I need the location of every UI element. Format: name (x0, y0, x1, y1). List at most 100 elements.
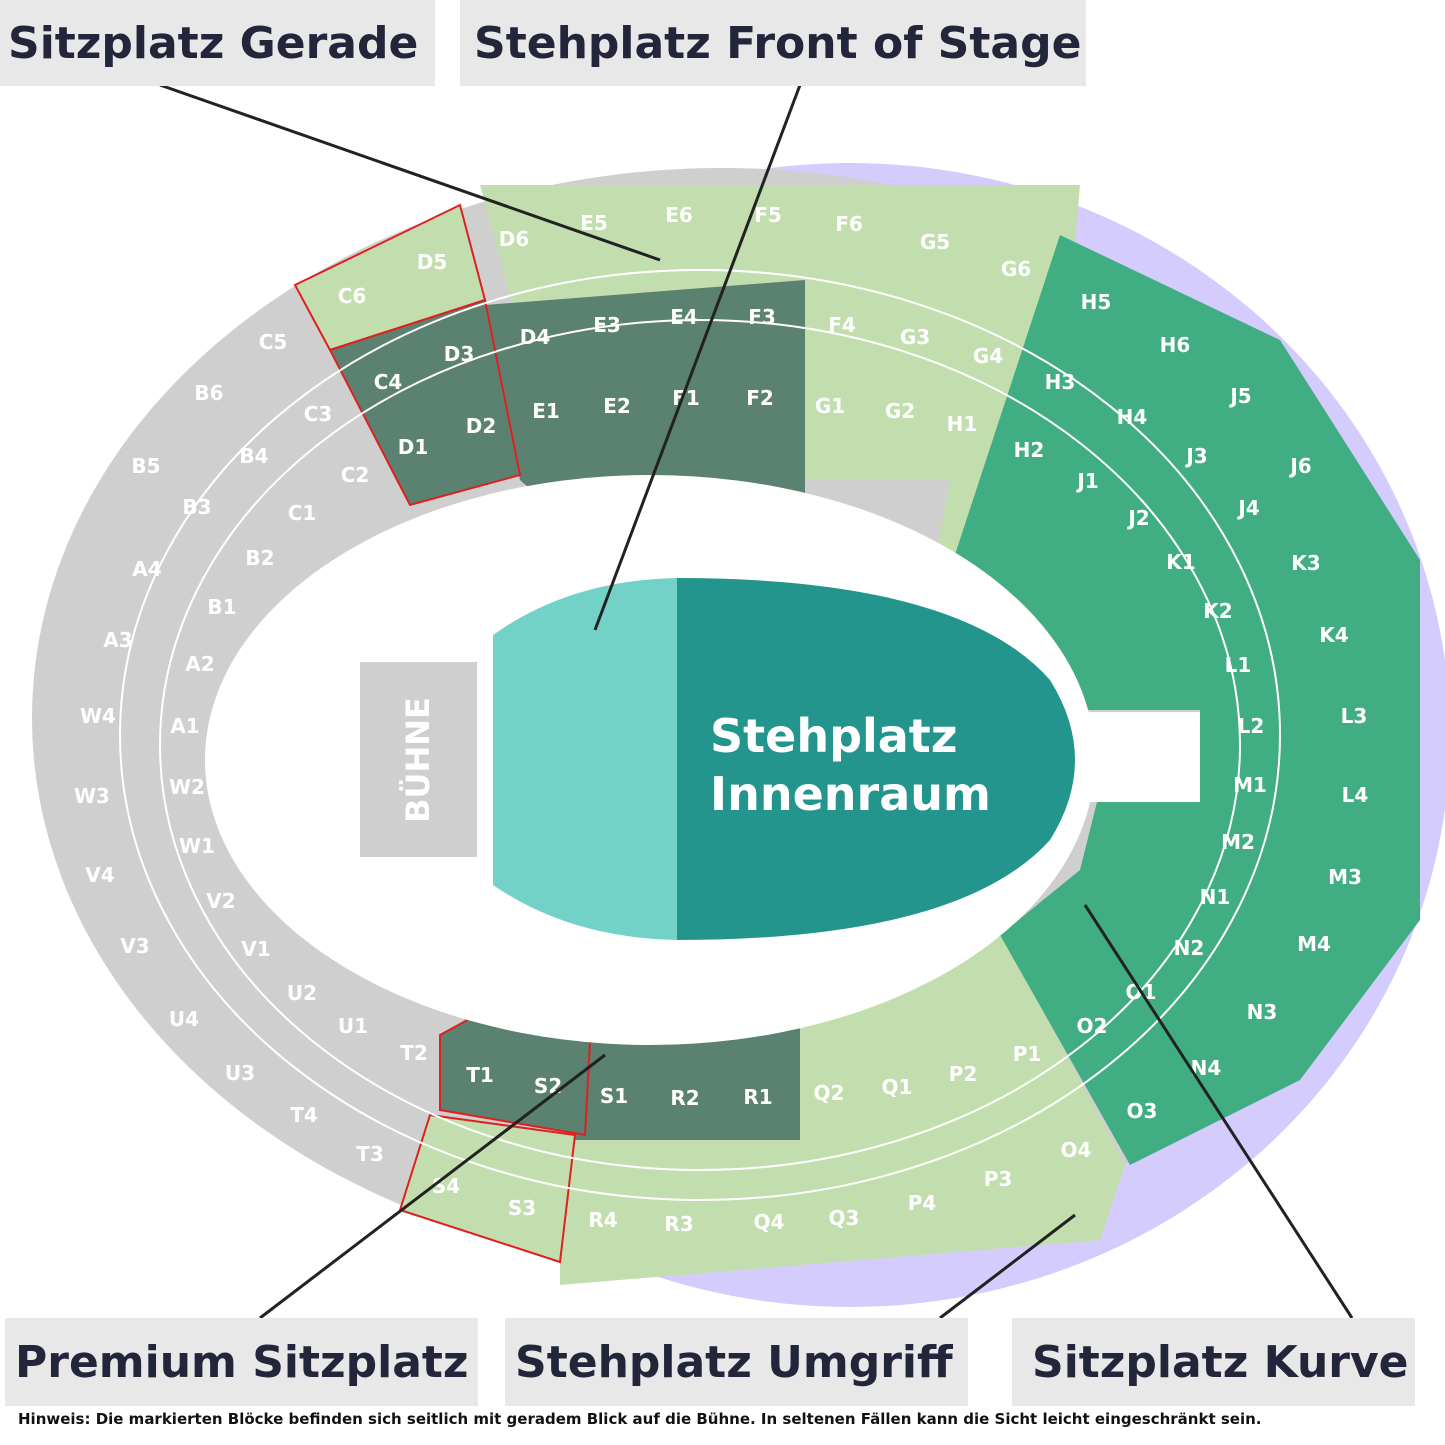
block-b4[interactable]: B4 (239, 444, 268, 468)
block-p2[interactable]: P2 (949, 1062, 978, 1086)
block-d4[interactable]: D4 (520, 325, 551, 349)
block-u1[interactable]: U1 (338, 1014, 368, 1038)
block-g6[interactable]: G6 (1001, 257, 1031, 281)
block-k1[interactable]: K1 (1166, 550, 1195, 574)
block-c2[interactable]: C2 (341, 463, 370, 487)
block-s1[interactable]: S1 (600, 1084, 628, 1108)
block-d3[interactable]: D3 (444, 342, 475, 366)
block-a2[interactable]: A2 (185, 652, 214, 676)
block-j5[interactable]: J5 (1228, 384, 1251, 408)
block-g5[interactable]: G5 (920, 230, 950, 254)
block-r1[interactable]: R1 (743, 1085, 772, 1109)
block-p3[interactable]: P3 (984, 1167, 1013, 1191)
block-b5[interactable]: B5 (131, 454, 160, 478)
block-j2[interactable]: J2 (1126, 506, 1149, 530)
block-e3[interactable]: E3 (593, 313, 621, 337)
block-r2[interactable]: R2 (670, 1086, 699, 1110)
block-e6[interactable]: E6 (665, 203, 693, 227)
block-c5[interactable]: C5 (259, 330, 288, 354)
block-t2[interactable]: T2 (400, 1041, 428, 1065)
block-v1[interactable]: V1 (241, 937, 270, 961)
block-a1[interactable]: A1 (170, 714, 199, 738)
block-u4[interactable]: U4 (169, 1007, 199, 1031)
block-v2[interactable]: V2 (206, 889, 235, 913)
block-b3[interactable]: B3 (182, 495, 211, 519)
block-r3[interactable]: R3 (664, 1212, 693, 1236)
block-h4[interactable]: H4 (1117, 405, 1148, 429)
block-a4[interactable]: A4 (132, 557, 161, 581)
block-b1[interactable]: B1 (207, 595, 236, 619)
block-w2[interactable]: W2 (169, 775, 205, 799)
block-f3[interactable]: F3 (748, 305, 776, 329)
block-u3[interactable]: U3 (225, 1061, 255, 1085)
block-b6[interactable]: B6 (194, 381, 223, 405)
block-m2[interactable]: M2 (1221, 830, 1255, 854)
block-h3[interactable]: H3 (1045, 370, 1076, 394)
block-t1[interactable]: T1 (466, 1063, 494, 1087)
block-h5[interactable]: H5 (1081, 290, 1112, 314)
block-k2[interactable]: K2 (1203, 599, 1232, 623)
block-e4[interactable]: E4 (670, 305, 698, 329)
block-o2[interactable]: O2 (1077, 1014, 1108, 1038)
block-p1[interactable]: P1 (1013, 1042, 1042, 1066)
block-g2[interactable]: G2 (885, 399, 915, 423)
block-s3[interactable]: S3 (508, 1196, 536, 1220)
block-m1[interactable]: M1 (1233, 773, 1267, 797)
block-h2[interactable]: H2 (1014, 438, 1045, 462)
block-a3[interactable]: A3 (103, 628, 132, 652)
block-q1[interactable]: Q1 (882, 1075, 913, 1099)
stehplatz-innenraum-area[interactable] (677, 578, 1075, 940)
block-l2[interactable]: L2 (1238, 714, 1265, 738)
block-m3[interactable]: M3 (1328, 865, 1362, 889)
block-g3[interactable]: G3 (900, 325, 930, 349)
block-l4[interactable]: L4 (1342, 783, 1369, 807)
block-d2[interactable]: D2 (466, 414, 497, 438)
block-t4[interactable]: T4 (290, 1103, 318, 1127)
block-f6[interactable]: F6 (835, 212, 863, 236)
block-f5[interactable]: F5 (754, 203, 782, 227)
block-g1[interactable]: G1 (815, 394, 845, 418)
block-j4[interactable]: J4 (1236, 496, 1259, 520)
block-w3[interactable]: W3 (74, 784, 110, 808)
block-o4[interactable]: O4 (1061, 1138, 1092, 1162)
block-l1[interactable]: L1 (1225, 653, 1252, 677)
block-q2[interactable]: Q2 (814, 1081, 845, 1105)
block-s2[interactable]: S2 (534, 1074, 562, 1098)
block-q4[interactable]: Q4 (754, 1210, 785, 1234)
block-j3[interactable]: J3 (1184, 444, 1207, 468)
block-c3[interactable]: C3 (304, 402, 333, 426)
block-v3[interactable]: V3 (120, 934, 149, 958)
block-d6[interactable]: D6 (499, 227, 530, 251)
block-c1[interactable]: C1 (288, 501, 317, 525)
block-n2[interactable]: N2 (1174, 936, 1205, 960)
block-e1[interactable]: E1 (532, 399, 560, 423)
block-c6[interactable]: C6 (338, 284, 367, 308)
block-q3[interactable]: Q3 (829, 1206, 860, 1230)
block-d5[interactable]: D5 (417, 250, 448, 274)
block-v4[interactable]: V4 (85, 863, 114, 887)
stehplatz-front-of-stage-area[interactable] (493, 578, 677, 940)
block-h6[interactable]: H6 (1160, 333, 1191, 357)
block-j6[interactable]: J6 (1288, 454, 1311, 478)
block-f4[interactable]: F4 (828, 313, 856, 337)
block-n3[interactable]: N3 (1247, 1000, 1278, 1024)
block-w4[interactable]: W4 (80, 704, 116, 728)
block-c4[interactable]: C4 (374, 370, 403, 394)
block-l3[interactable]: L3 (1341, 704, 1368, 728)
block-k4[interactable]: K4 (1319, 623, 1348, 647)
block-f2[interactable]: F2 (746, 386, 774, 410)
block-b2[interactable]: B2 (245, 546, 274, 570)
block-u2[interactable]: U2 (287, 981, 317, 1005)
block-h1[interactable]: H1 (947, 412, 978, 436)
block-p4[interactable]: P4 (908, 1191, 937, 1215)
block-r4[interactable]: R4 (588, 1208, 617, 1232)
block-n1[interactable]: N1 (1200, 885, 1231, 909)
block-e5[interactable]: E5 (580, 211, 608, 235)
block-m4[interactable]: M4 (1297, 932, 1331, 956)
block-k3[interactable]: K3 (1291, 551, 1320, 575)
block-w1[interactable]: W1 (179, 834, 215, 858)
block-e2[interactable]: E2 (603, 394, 631, 418)
block-t3[interactable]: T3 (356, 1142, 384, 1166)
block-o3[interactable]: O3 (1127, 1099, 1158, 1123)
block-j1[interactable]: J1 (1075, 469, 1098, 493)
